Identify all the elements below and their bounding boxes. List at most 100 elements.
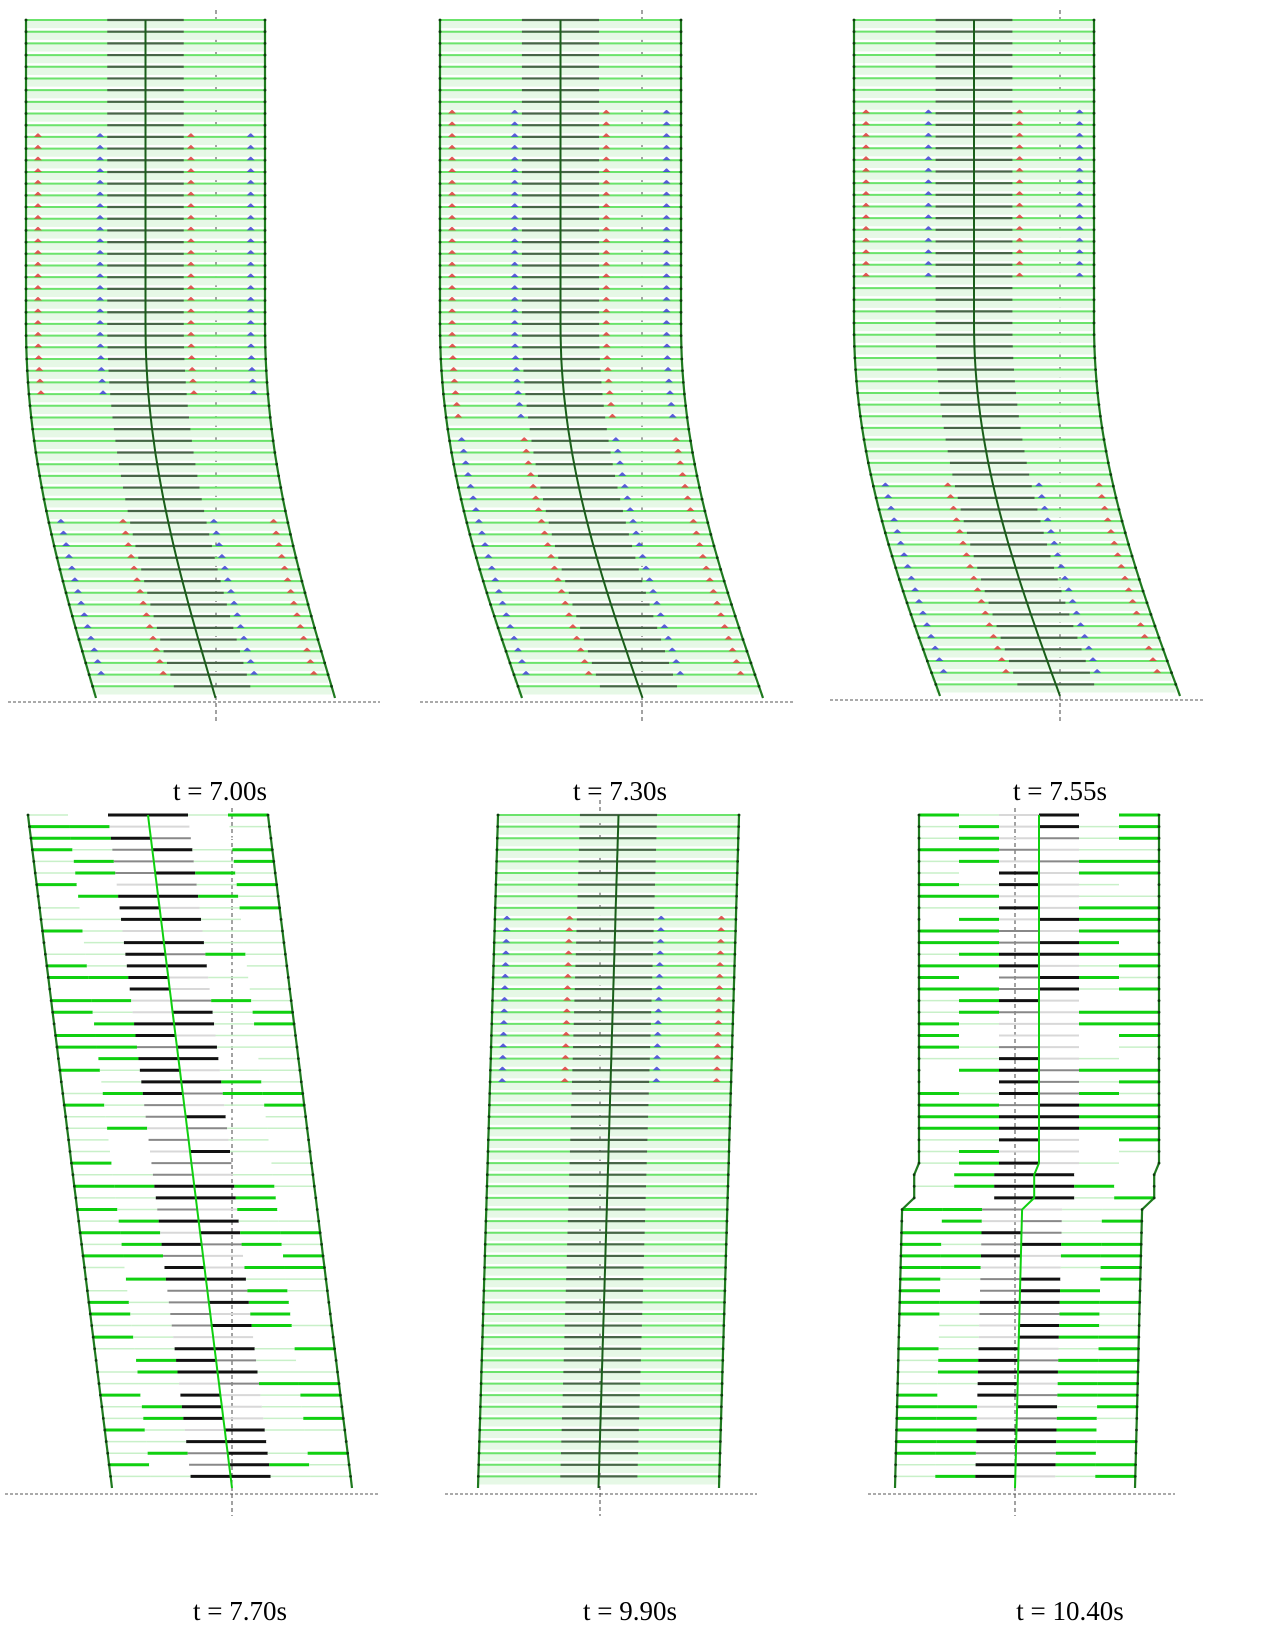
joint-left (487, 1103, 491, 1107)
joint-left (24, 65, 28, 69)
plastic-hinge (623, 495, 632, 500)
plastic-hinge (717, 915, 726, 920)
plastic-hinge (602, 319, 611, 324)
plastic-hinge (130, 565, 139, 570)
joint-left (24, 18, 28, 22)
plastic-hinge (862, 144, 870, 149)
joint-right (334, 1358, 338, 1362)
joint-right (730, 603, 733, 606)
joint-right (294, 556, 298, 560)
joint-left (109, 1474, 112, 1478)
joint-left (484, 1231, 487, 1235)
plastic-hinge (1117, 563, 1126, 568)
plastic-hinge (1097, 493, 1106, 498)
joint-right (1092, 333, 1096, 337)
joint-right (297, 568, 301, 571)
joint-right (1157, 964, 1161, 968)
joint-right (732, 987, 736, 991)
joint-right (291, 544, 295, 548)
plastic-hinge (887, 505, 896, 510)
joint-right (1094, 368, 1097, 372)
plastic-hinge (662, 203, 671, 208)
plastic-hinge (561, 1066, 570, 1071)
plastic-hinge (35, 366, 44, 371)
plastic-hinge (448, 355, 457, 359)
plastic-hinge (96, 144, 105, 149)
joint-left (94, 1358, 98, 1362)
joint-right (304, 1115, 308, 1119)
beam-band (513, 673, 755, 683)
joint-right (340, 1405, 344, 1409)
joint-right (1092, 181, 1096, 185)
joint-right (1136, 1370, 1140, 1374)
joint-left (917, 871, 921, 875)
joint-right (279, 918, 283, 921)
joint-right (720, 1382, 724, 1385)
plastic-hinge (448, 331, 457, 336)
plastic-hinge (935, 657, 944, 662)
joint-right (1161, 647, 1165, 651)
joint-right (1140, 1208, 1144, 1211)
joint-right (718, 1451, 722, 1455)
joint-left (852, 18, 856, 22)
joint-right (1102, 438, 1106, 441)
joint-left (99, 1393, 102, 1397)
plastic-hinge (724, 635, 733, 640)
plastic-hinge (720, 623, 729, 628)
beam-band (89, 673, 329, 683)
plastic-hinge (186, 331, 195, 336)
plastic-hinge (602, 261, 611, 266)
joint-left (492, 952, 496, 956)
plastic-hinge (716, 950, 725, 955)
joint-right (1138, 1312, 1141, 1316)
joint-left (917, 1115, 921, 1119)
plastic-hinge (501, 973, 510, 978)
joint-left (64, 1115, 68, 1119)
plastic-hinge (645, 577, 654, 582)
plastic-hinge (654, 996, 663, 1001)
plastic-hinge (520, 436, 529, 441)
plastic-hinge (862, 272, 870, 277)
joint-left (852, 135, 856, 138)
core-wall-line (559, 20, 644, 699)
joint-right (728, 1115, 732, 1119)
joint-right (308, 1150, 312, 1153)
joint-right (1138, 1277, 1142, 1281)
joint-right (1092, 158, 1096, 162)
joint-right (679, 205, 683, 209)
joint-left (61, 579, 65, 583)
joint-left (24, 193, 28, 197)
joint-left (477, 1451, 481, 1455)
plastic-hinge (33, 284, 42, 289)
plastic-hinge (494, 588, 503, 593)
joint-right (719, 1416, 723, 1420)
plastic-hinge (1148, 657, 1157, 662)
joint-left (857, 403, 861, 407)
plastic-hinge (550, 565, 559, 570)
plastic-hinge (33, 249, 42, 254)
joint-left (917, 1045, 921, 1049)
plastic-hinge (514, 390, 523, 395)
plastic-hinge (471, 506, 480, 511)
plastic-hinge (186, 191, 195, 196)
plastic-hinge (274, 542, 283, 547)
plastic-hinge (602, 109, 611, 114)
plastic-hinge (602, 343, 611, 348)
joint-left (65, 1126, 69, 1130)
plastic-hinge (454, 413, 463, 418)
joint-left (454, 474, 458, 478)
plastic-hinge (1015, 225, 1024, 230)
plastic-hinge (511, 355, 520, 359)
joint-left (480, 1347, 484, 1351)
joint-right (331, 1335, 335, 1339)
joint-left (496, 825, 500, 829)
joint-right (344, 1440, 348, 1443)
joint-right (1096, 391, 1100, 395)
joint-right (267, 404, 271, 408)
plastic-hinge (246, 343, 255, 348)
plastic-hinge (487, 565, 496, 570)
joint-right (295, 1045, 299, 1049)
joint-right (327, 1300, 331, 1304)
joint-left (28, 404, 32, 408)
joint-left (438, 77, 442, 80)
